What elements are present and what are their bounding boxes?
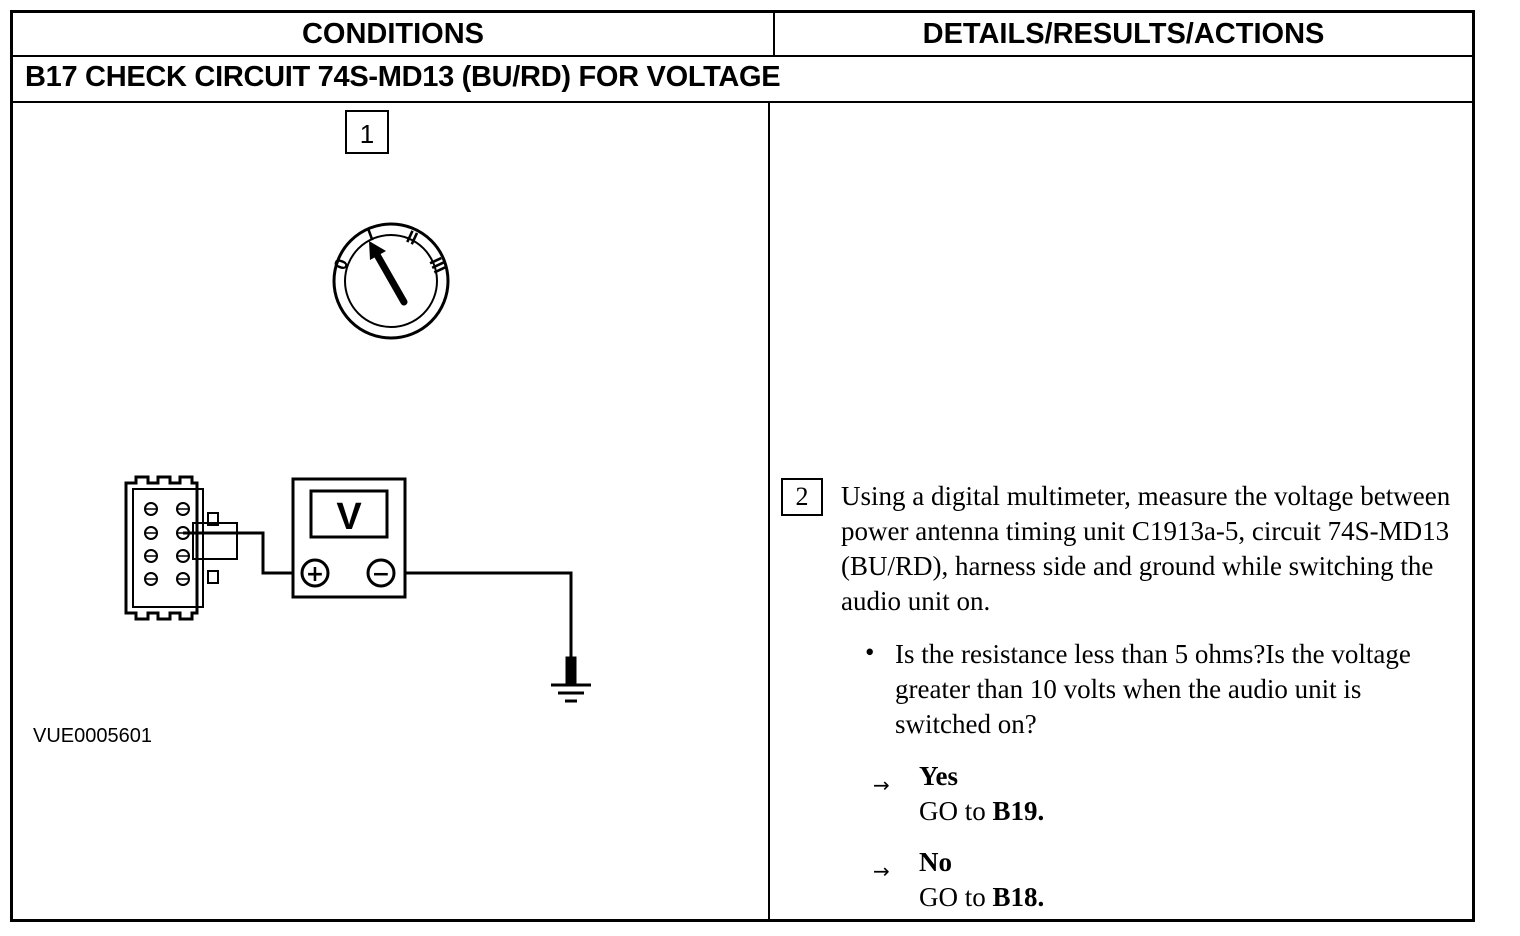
diagram-reference: VUE0005601 [33,725,152,747]
yes-suffix: . [1037,796,1045,826]
header-divider [13,55,1472,57]
step-2-instruction: Using a digital multimeter, measure the … [841,481,1451,616]
section-divider [13,101,1472,103]
yes-label: Yes [919,761,958,791]
details-header: DETAILS/RESULTS/ACTIONS [922,18,1325,50]
test-diagram: 1 0 I II III [124,110,591,703]
step-1-number: 1 [360,119,374,149]
procedure-table: CONDITIONS DETAILS/RESULTS/ACTIONS B17 C… [10,10,1475,922]
step-2-question: Is the resistance less than 5 ohms?Is th… [895,639,1411,739]
no-action: GO to B18. [919,880,1044,915]
no-label: No [919,847,952,877]
no-target-link[interactable]: B18 [992,882,1038,912]
yes-arrow-icon: → [873,773,890,797]
column-divider-top [773,13,775,55]
minus-terminal: − [372,562,390,587]
step-1-badge: 1 [345,110,389,154]
conditions-header: CONDITIONS [301,18,485,50]
step-2-badge: 2 [781,478,823,516]
meter-label: V [336,496,362,538]
yes-answer: Yes GO to B19. [919,759,1044,829]
yes-go-text: GO to [919,796,993,826]
column-divider-body [768,103,770,919]
bullet-icon: • [865,637,875,667]
test-leads [183,531,577,684]
no-arrow-icon: → [873,859,890,883]
ignition-switch-icon: 0 I II III [330,222,450,340]
ignition-pos-1: I [365,224,377,245]
ground-symbol-icon [551,683,591,703]
plus-terminal: + [306,562,324,587]
no-answer: No GO to B18. [919,845,1044,915]
connector-icon [124,475,238,621]
multimeter-icon: V + − [291,477,407,599]
yes-target-link[interactable]: B19 [992,796,1038,826]
yes-action: GO to B19. [919,794,1044,829]
no-go-text: GO to [919,882,993,912]
section-title: B17 CHECK CIRCUIT 74S-MD13 (BU/RD) FOR V… [25,61,781,93]
no-suffix: . [1037,882,1045,912]
